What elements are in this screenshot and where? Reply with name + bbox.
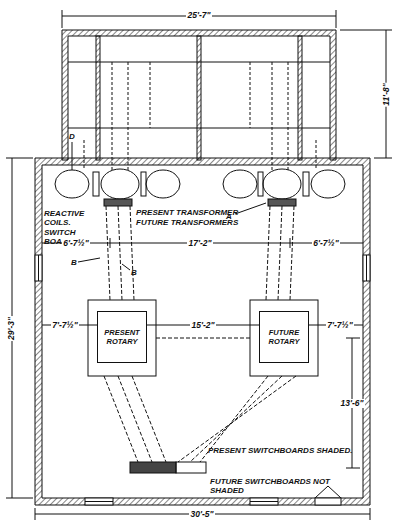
dimension: 7'-7½": [326, 321, 353, 330]
rotary-box: FUTURE ROTARY: [259, 311, 309, 363]
shading-note: PRESENT SWITCHBOARDS SHADED.: [208, 446, 352, 455]
rotary-box: PRESENT ROTARY: [97, 311, 147, 363]
callout-letter: B: [71, 258, 77, 267]
equipment-note: FUTURE TRANSFORMERS: [136, 218, 238, 227]
dimension: 30'-5": [189, 510, 214, 519]
dimension: 29'-3": [8, 315, 17, 340]
main-wall: [35, 158, 370, 505]
dimension: 7'-7½": [51, 321, 78, 330]
equipment-note: REACTIVE COILS.: [44, 209, 90, 227]
rotary-label: FUTURE ROTARY: [260, 326, 308, 348]
dimension: 25'-7": [186, 11, 211, 20]
dimension: 13'-6": [339, 399, 364, 408]
equipment-note: PRESENT TRANSFORMER: [136, 208, 238, 217]
callout-letter: D: [69, 132, 75, 141]
shading-note: FUTURE SWITCHBOARDS NOT SHADED: [210, 477, 330, 495]
dimension: 6'-7½": [62, 239, 89, 248]
annex-wall: [62, 30, 336, 160]
dimension: 6'-7½": [312, 239, 339, 248]
dimension: 11'-8": [382, 82, 391, 106]
rotary-label: PRESENT ROTARY: [98, 326, 146, 348]
callout-letter: A: [226, 212, 232, 221]
callout-letter: B: [131, 268, 137, 277]
dimension: 17'-2": [187, 239, 212, 248]
dimension: 15'-2": [190, 321, 215, 330]
